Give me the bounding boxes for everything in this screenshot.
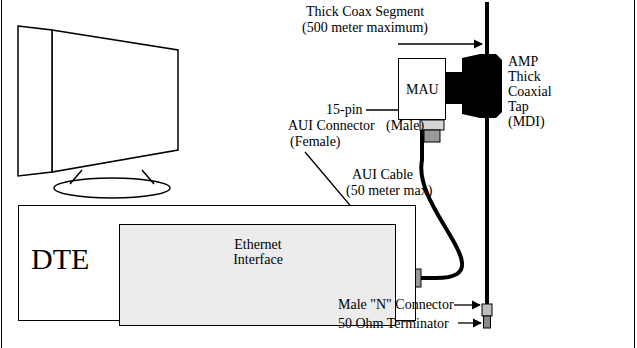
monitor [18,26,178,198]
mau-box: MAU [398,58,446,120]
cable-label: AUI Cable [352,167,413,182]
segment-length-label: (500 meter maximum) [302,20,428,35]
connector-gender-label: (Female) [290,134,341,149]
node-text: Ethernet Interface [216,237,300,267]
segment-label: Thick Coax Segment [306,4,424,19]
connector-label: 15-pin [326,102,363,117]
connector-label: Male "N" Connector [338,297,454,312]
thick-coax [487,2,488,306]
tap-label: AMP Thick Coaxial Tap (MDI) [508,54,566,129]
connector-label: AUI Connector [288,118,375,133]
n-connector-terminator [482,304,492,328]
terminator-label: 50 Ohm Terminator [338,316,449,331]
node-text: MAU [406,82,439,97]
node-text: DTE [31,242,89,275]
coaxial-tap [446,54,502,118]
connector-gender-label: (Male) [386,118,424,133]
cable-length-label: (50 meter max) [346,183,432,198]
